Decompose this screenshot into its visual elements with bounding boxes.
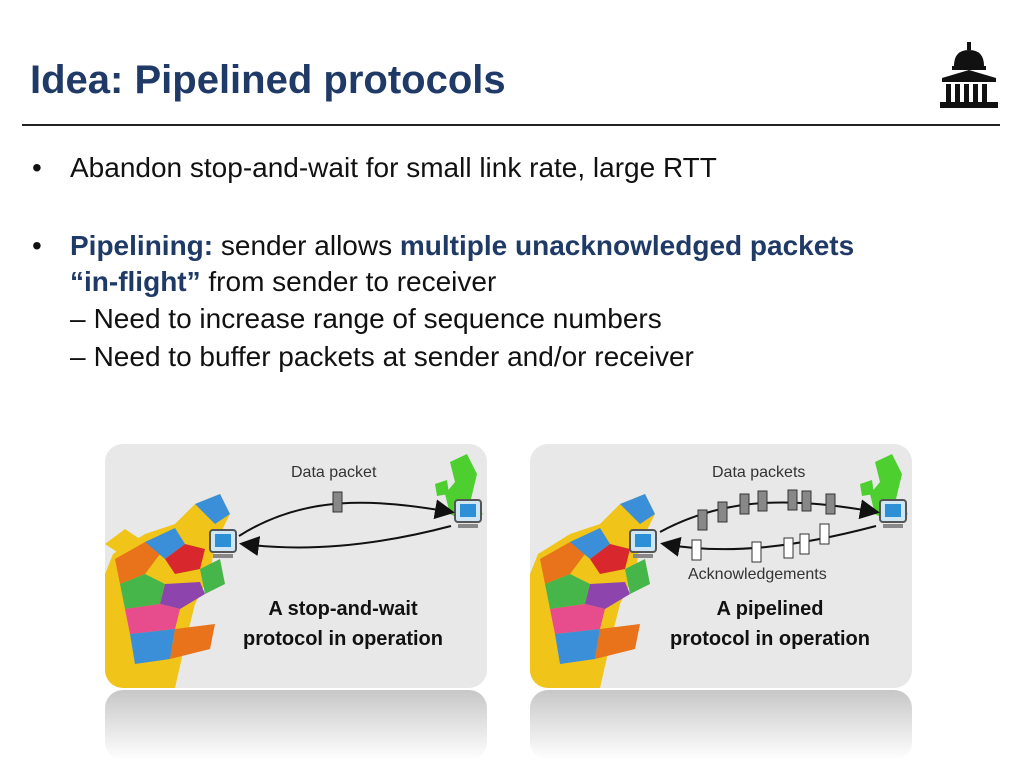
pipelined-diagram [530, 454, 908, 688]
sub-bullet-marker: – [70, 341, 86, 372]
figure-reflection [530, 690, 912, 760]
receiver-computer-icon [454, 499, 482, 528]
receiver-computer-icon [879, 499, 907, 528]
acknowledgements-label: Acknowledgements [688, 566, 827, 583]
sub-bullet-text: Need to increase range of sequence numbe… [93, 303, 662, 334]
stop-and-wait-diagram [105, 454, 483, 688]
bullet-text: from sender to receiver [200, 266, 497, 297]
figure-caption: A pipelined protocol in operation [648, 594, 892, 654]
emphasis-text: multiple unacknowledged packets [399, 230, 855, 261]
data-packet [332, 491, 343, 513]
bullet-marker: • [32, 152, 42, 183]
bullet-marker: • [32, 230, 42, 261]
figure-reflection [105, 690, 487, 760]
in-flight-term: “in-flight” [70, 266, 201, 297]
bullet-pipelining: • Pipelining: sender allows multiple una… [28, 228, 998, 300]
stop-and-wait-figure: Data packet A stop-and-wait protocol in … [105, 444, 487, 688]
sub-bullet-sequence: –Need to increase range of sequence numb… [28, 300, 998, 338]
data-packets-label: Data packets [712, 464, 806, 481]
sub-bullet-marker: – [70, 303, 86, 334]
figure-caption: A stop-and-wait protocol in operation [223, 594, 463, 654]
data-packet-label: Data packet [291, 464, 377, 481]
bullet-text: Abandon stop-and-wait for small link rat… [70, 152, 717, 183]
university-building-icon [940, 42, 998, 108]
caption-line: protocol in operation [243, 628, 443, 650]
caption-line: A pipelined [716, 598, 824, 620]
pipelined-figure: Data packets Acknowledgements A pipeline… [530, 444, 912, 688]
sub-bullet-text: Need to buffer packets at sender and/or … [93, 341, 694, 372]
data-arrow [238, 499, 455, 537]
sender-computer-icon [629, 529, 657, 558]
ack-packets [691, 523, 830, 563]
us-east-map [105, 494, 230, 688]
page-title: Idea: Pipelined protocols [30, 58, 506, 102]
sub-bullet-buffer: –Need to buffer packets at sender and/or… [28, 338, 998, 376]
pipelining-term: Pipelining: [70, 230, 214, 261]
caption-line: protocol in operation [670, 628, 870, 650]
data-packets [697, 489, 836, 531]
ack-arrow [239, 525, 452, 556]
title-divider [22, 124, 1000, 126]
us-east-map [530, 494, 655, 688]
bullet-list: • Abandon stop-and-wait for small link r… [28, 150, 998, 376]
bullet-text: sender allows [213, 230, 400, 261]
bullet-stop-and-wait: • Abandon stop-and-wait for small link r… [28, 150, 998, 186]
sender-computer-icon [209, 529, 237, 558]
data-arrow [659, 499, 880, 533]
caption-line: A stop-and-wait [268, 598, 418, 620]
ack-arrow [660, 525, 877, 557]
